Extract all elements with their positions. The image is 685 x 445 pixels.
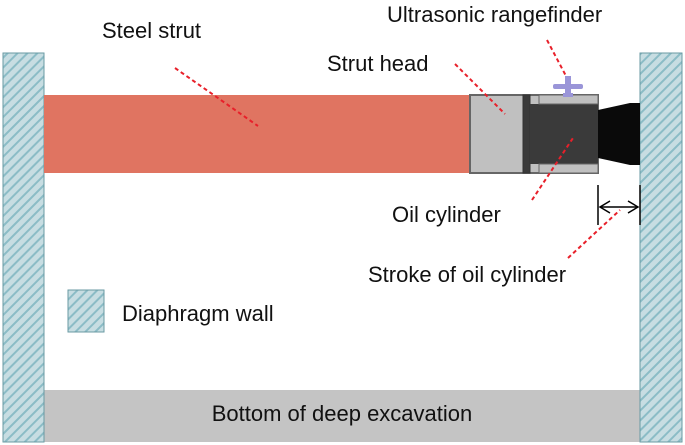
strut-head-divider <box>522 94 531 174</box>
stroke-arrowhead-right <box>627 200 640 214</box>
oil-cylinder-label: Oil cylinder <box>392 202 501 227</box>
excavation-bottom <box>44 390 640 442</box>
ultrasonic-rangefinder-label: Ultrasonic rangefinder <box>387 2 602 27</box>
leader-stroke <box>567 209 621 259</box>
diaphragm-wall-right <box>639 52 683 443</box>
steel-strut-label: Steel strut <box>102 18 201 43</box>
leader-ultrasonic-rangefinder <box>546 39 567 77</box>
steel-strut <box>44 95 470 173</box>
oil-cylinder-end <box>598 103 640 165</box>
oil-cylinder-rim-bottom <box>538 163 599 174</box>
ultrasonic-rangefinder-stem <box>565 76 571 95</box>
leader-strut-head <box>454 63 506 115</box>
legend-diaphragm-wall-swatch <box>67 289 105 333</box>
oil-cylinder <box>530 104 598 164</box>
excavation-bottom-label: Bottom of deep excavation <box>212 401 473 426</box>
diaphragm-wall-left <box>2 52 45 443</box>
stroke-of-oil-cylinder-label: Stroke of oil cylinder <box>368 262 566 287</box>
legend-diaphragm-wall-label: Diaphragm wall <box>122 301 274 326</box>
leader-steel-strut <box>174 67 259 127</box>
leader-oil-cylinder <box>531 137 574 201</box>
stroke-arrowhead-left <box>598 200 611 214</box>
ultrasonic-rangefinder-cap <box>563 93 573 97</box>
strut-head-label: Strut head <box>327 51 429 76</box>
